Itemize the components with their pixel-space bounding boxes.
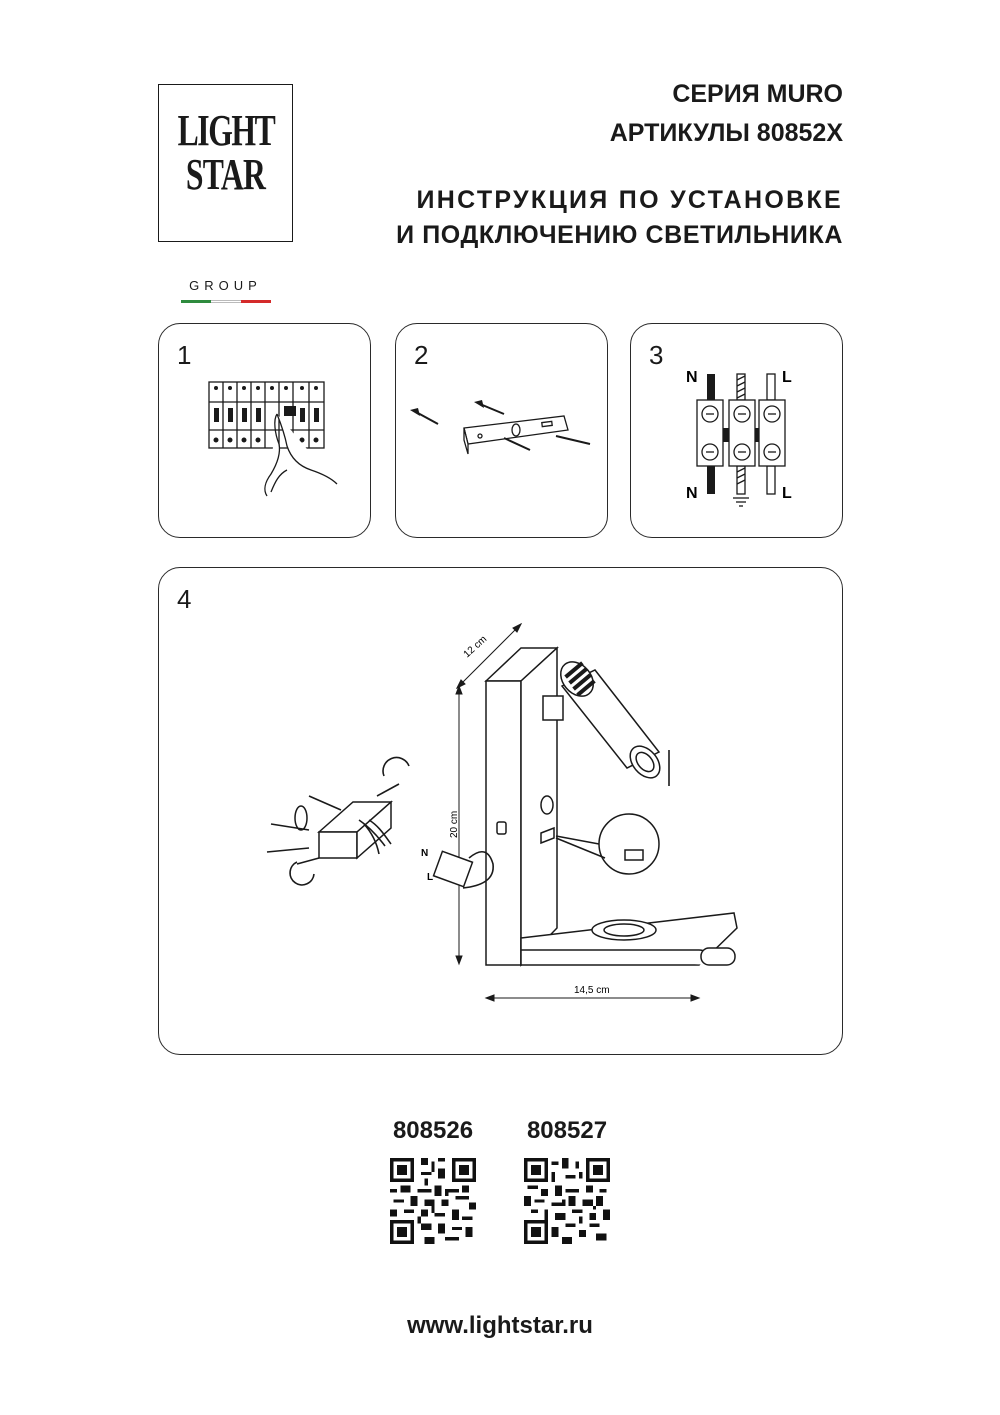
wire-label-l: L [427, 872, 433, 883]
website-link[interactable]: www.lightstar.ru [407, 1312, 593, 1339]
width-dimension: 14,5 cm [574, 985, 610, 996]
step-4-number: 4 [177, 584, 192, 614]
step-1-panel: 1 [158, 323, 371, 538]
instruction-title-line2: И ПОДКЛЮЧЕНИЮ СВЕТИЛЬНИКА [396, 221, 843, 249]
logo-flag-red [241, 300, 271, 303]
assembly-illustration: 12 cm 20 cm 14,5 cm [266, 622, 738, 1002]
instruction-title-line1: ИНСТРУКЦИЯ ПО УСТАНОВКЕ [416, 186, 843, 214]
live-label-bottom: L [782, 485, 792, 502]
neutral-label-bottom: N [686, 485, 698, 502]
step-3-panel: 3 N [630, 323, 843, 538]
logo-flag-white [211, 300, 241, 303]
brand-logo: LIGHT STAR GROUP [158, 84, 293, 303]
height-dimension: 20 cm [449, 811, 460, 838]
live-label-top: L [782, 369, 792, 386]
series-title: СЕРИЯ MURO [672, 80, 843, 108]
step-1-number: 1 [177, 340, 192, 370]
qr-code-808526[interactable] [390, 1158, 476, 1244]
breaker-illustration [208, 381, 338, 497]
bracket-illustration [410, 400, 591, 455]
depth-dimension: 12 cm [462, 634, 490, 660]
wire-label-n: N [421, 848, 428, 859]
articles-title: АРТИКУЛЫ 80852X [609, 119, 843, 147]
neutral-label-top: N [686, 369, 698, 386]
logo-word-light: LIGHT [177, 106, 276, 155]
product-code-1: 808526 [392, 1117, 474, 1144]
step-2-panel: 2 [395, 323, 608, 538]
logo-word-star: STAR [185, 150, 266, 199]
terminal-block-illustration: N L N L [686, 369, 792, 507]
step-4-panel: 4 12 cm 20 cm 14,5 cm [158, 567, 843, 1055]
step-3-number: 3 [649, 340, 664, 370]
qr-code-808527[interactable] [524, 1158, 610, 1244]
logo-flag-green [181, 300, 211, 303]
product-code-2: 808527 [526, 1117, 608, 1144]
logo-word-group: GROUP [189, 278, 262, 293]
step-2-number: 2 [414, 340, 429, 370]
